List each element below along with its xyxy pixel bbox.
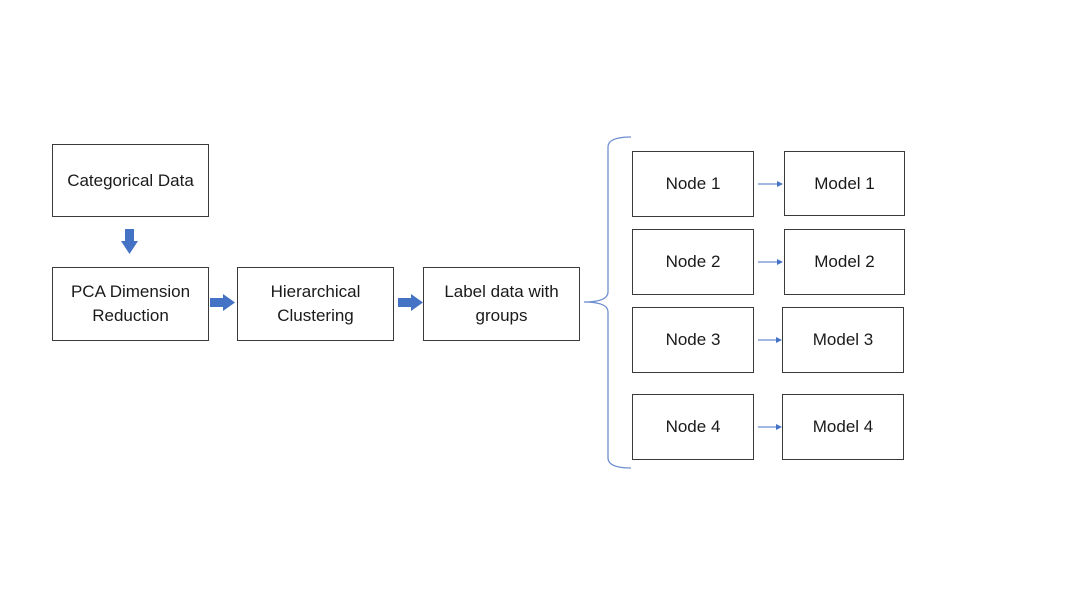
model-3-box: Model 3: [782, 307, 904, 373]
model-4-box: Model 4: [782, 394, 904, 460]
curly-bracket: [583, 136, 632, 469]
pca-dimension-reduction-label: PCA Dimension Reduction: [70, 282, 191, 325]
node-1-label: Node 1: [665, 174, 721, 193]
node-4-box: Node 4: [632, 394, 754, 460]
node-3-label: Node 3: [665, 330, 721, 349]
node-4-label: Node 4: [665, 417, 721, 436]
pca-dimension-reduction-box: PCA Dimension Reduction: [52, 267, 209, 341]
model-2-label: Model 2: [814, 252, 875, 271]
node-2-label: Node 2: [665, 252, 721, 271]
model-1-label: Model 1: [814, 173, 875, 193]
hierarchical-clustering-box: Hierarchical Clustering: [237, 267, 394, 341]
categorical-data-box: Categorical Data: [52, 144, 209, 217]
model-2-box: Model 2: [784, 229, 905, 295]
node-to-model-arrow-1: [758, 181, 783, 187]
model-4-label: Model 4: [812, 417, 874, 436]
node-2-box: Node 2: [632, 229, 754, 295]
flow-arrow-pca-to-hierarchical: [210, 294, 235, 311]
label-data-label: Label data with groups: [444, 282, 559, 325]
node-to-model-arrow-4: [758, 424, 782, 430]
node-3-box: Node 3: [632, 307, 754, 373]
label-data-box: Label data with groups: [423, 267, 580, 341]
model-3-label: Model 3: [812, 330, 874, 349]
categorical-data-label: Categorical Data: [67, 170, 194, 190]
node-to-model-arrow-3: [758, 337, 782, 343]
hierarchical-clustering-label: Hierarchical Clustering: [270, 282, 361, 325]
node-to-model-arrow-2: [758, 259, 783, 265]
node-1-box: Node 1: [632, 151, 754, 217]
model-1-box: Model 1: [784, 151, 905, 216]
flow-arrow-hierarchical-to-label: [398, 294, 423, 311]
flow-arrow-down: [121, 229, 138, 254]
